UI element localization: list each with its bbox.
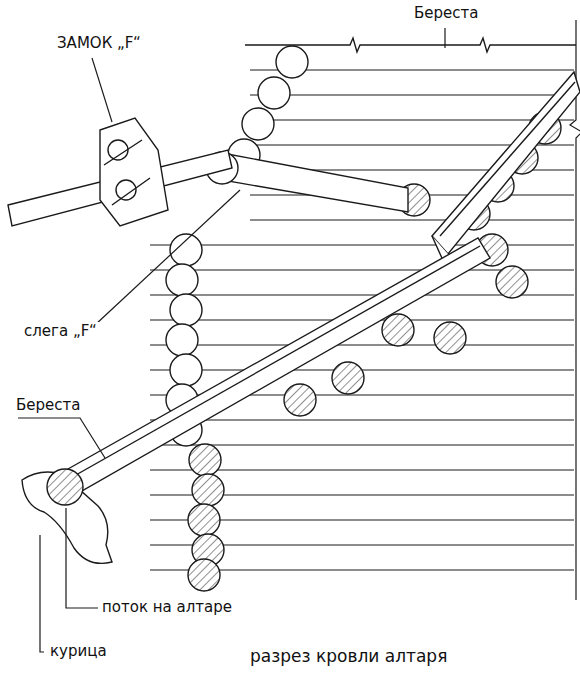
log-end: [242, 108, 274, 140]
part-label: Береста: [14, 396, 82, 414]
hatched-log-end: [192, 474, 224, 506]
leader-line: [66, 508, 98, 608]
hatched-log-end: [332, 362, 364, 394]
log-end: [170, 294, 202, 326]
zamok-pin: [104, 140, 150, 205]
lower-roof-board: [52, 238, 490, 500]
leader-line: [18, 418, 105, 458]
part-label: слега „F“: [22, 322, 99, 340]
wall-log-line: [150, 444, 574, 445]
part-label: курица: [48, 642, 109, 660]
part-label: Береста: [412, 4, 480, 22]
birch-bark-layer: [440, 82, 575, 236]
part-label: ЗАМОК „F“: [55, 34, 143, 52]
wall-log-line: [250, 219, 574, 220]
wall-log-line: [150, 419, 574, 420]
log-end: [258, 77, 290, 109]
birch-bark-layer: [60, 246, 480, 484]
log-end: [166, 324, 198, 356]
leader-line: [95, 190, 240, 325]
hatched-log-end: [188, 559, 220, 591]
hatched-log-end: [434, 322, 466, 354]
leader-line: [40, 535, 44, 652]
part-label: поток на алтаре: [100, 598, 234, 616]
log-end: [276, 46, 308, 78]
potok-log: [47, 469, 83, 505]
hatched-log-end: [189, 444, 221, 476]
hatched-log-end: [496, 266, 528, 298]
wall-log-line: [250, 94, 574, 95]
leader-line: [444, 28, 445, 48]
hatched-log-end: [284, 384, 316, 416]
slega-beam: [222, 153, 408, 212]
drawing-caption: разрез кровли алтаря: [248, 646, 449, 666]
log-end: [166, 264, 198, 296]
upper-roof-board: [432, 72, 580, 254]
wall-log-line: [150, 244, 574, 245]
zamok-block: [100, 118, 168, 226]
hatched-log-end: [188, 504, 220, 536]
wall-log-line: [250, 119, 574, 120]
leader-line: [92, 58, 112, 122]
wall-log-line: [150, 344, 574, 345]
hatched-log-end: [382, 314, 414, 346]
log-end: [170, 354, 202, 386]
zamok-peg: [108, 140, 128, 160]
wall-break-line: [570, 20, 580, 600]
